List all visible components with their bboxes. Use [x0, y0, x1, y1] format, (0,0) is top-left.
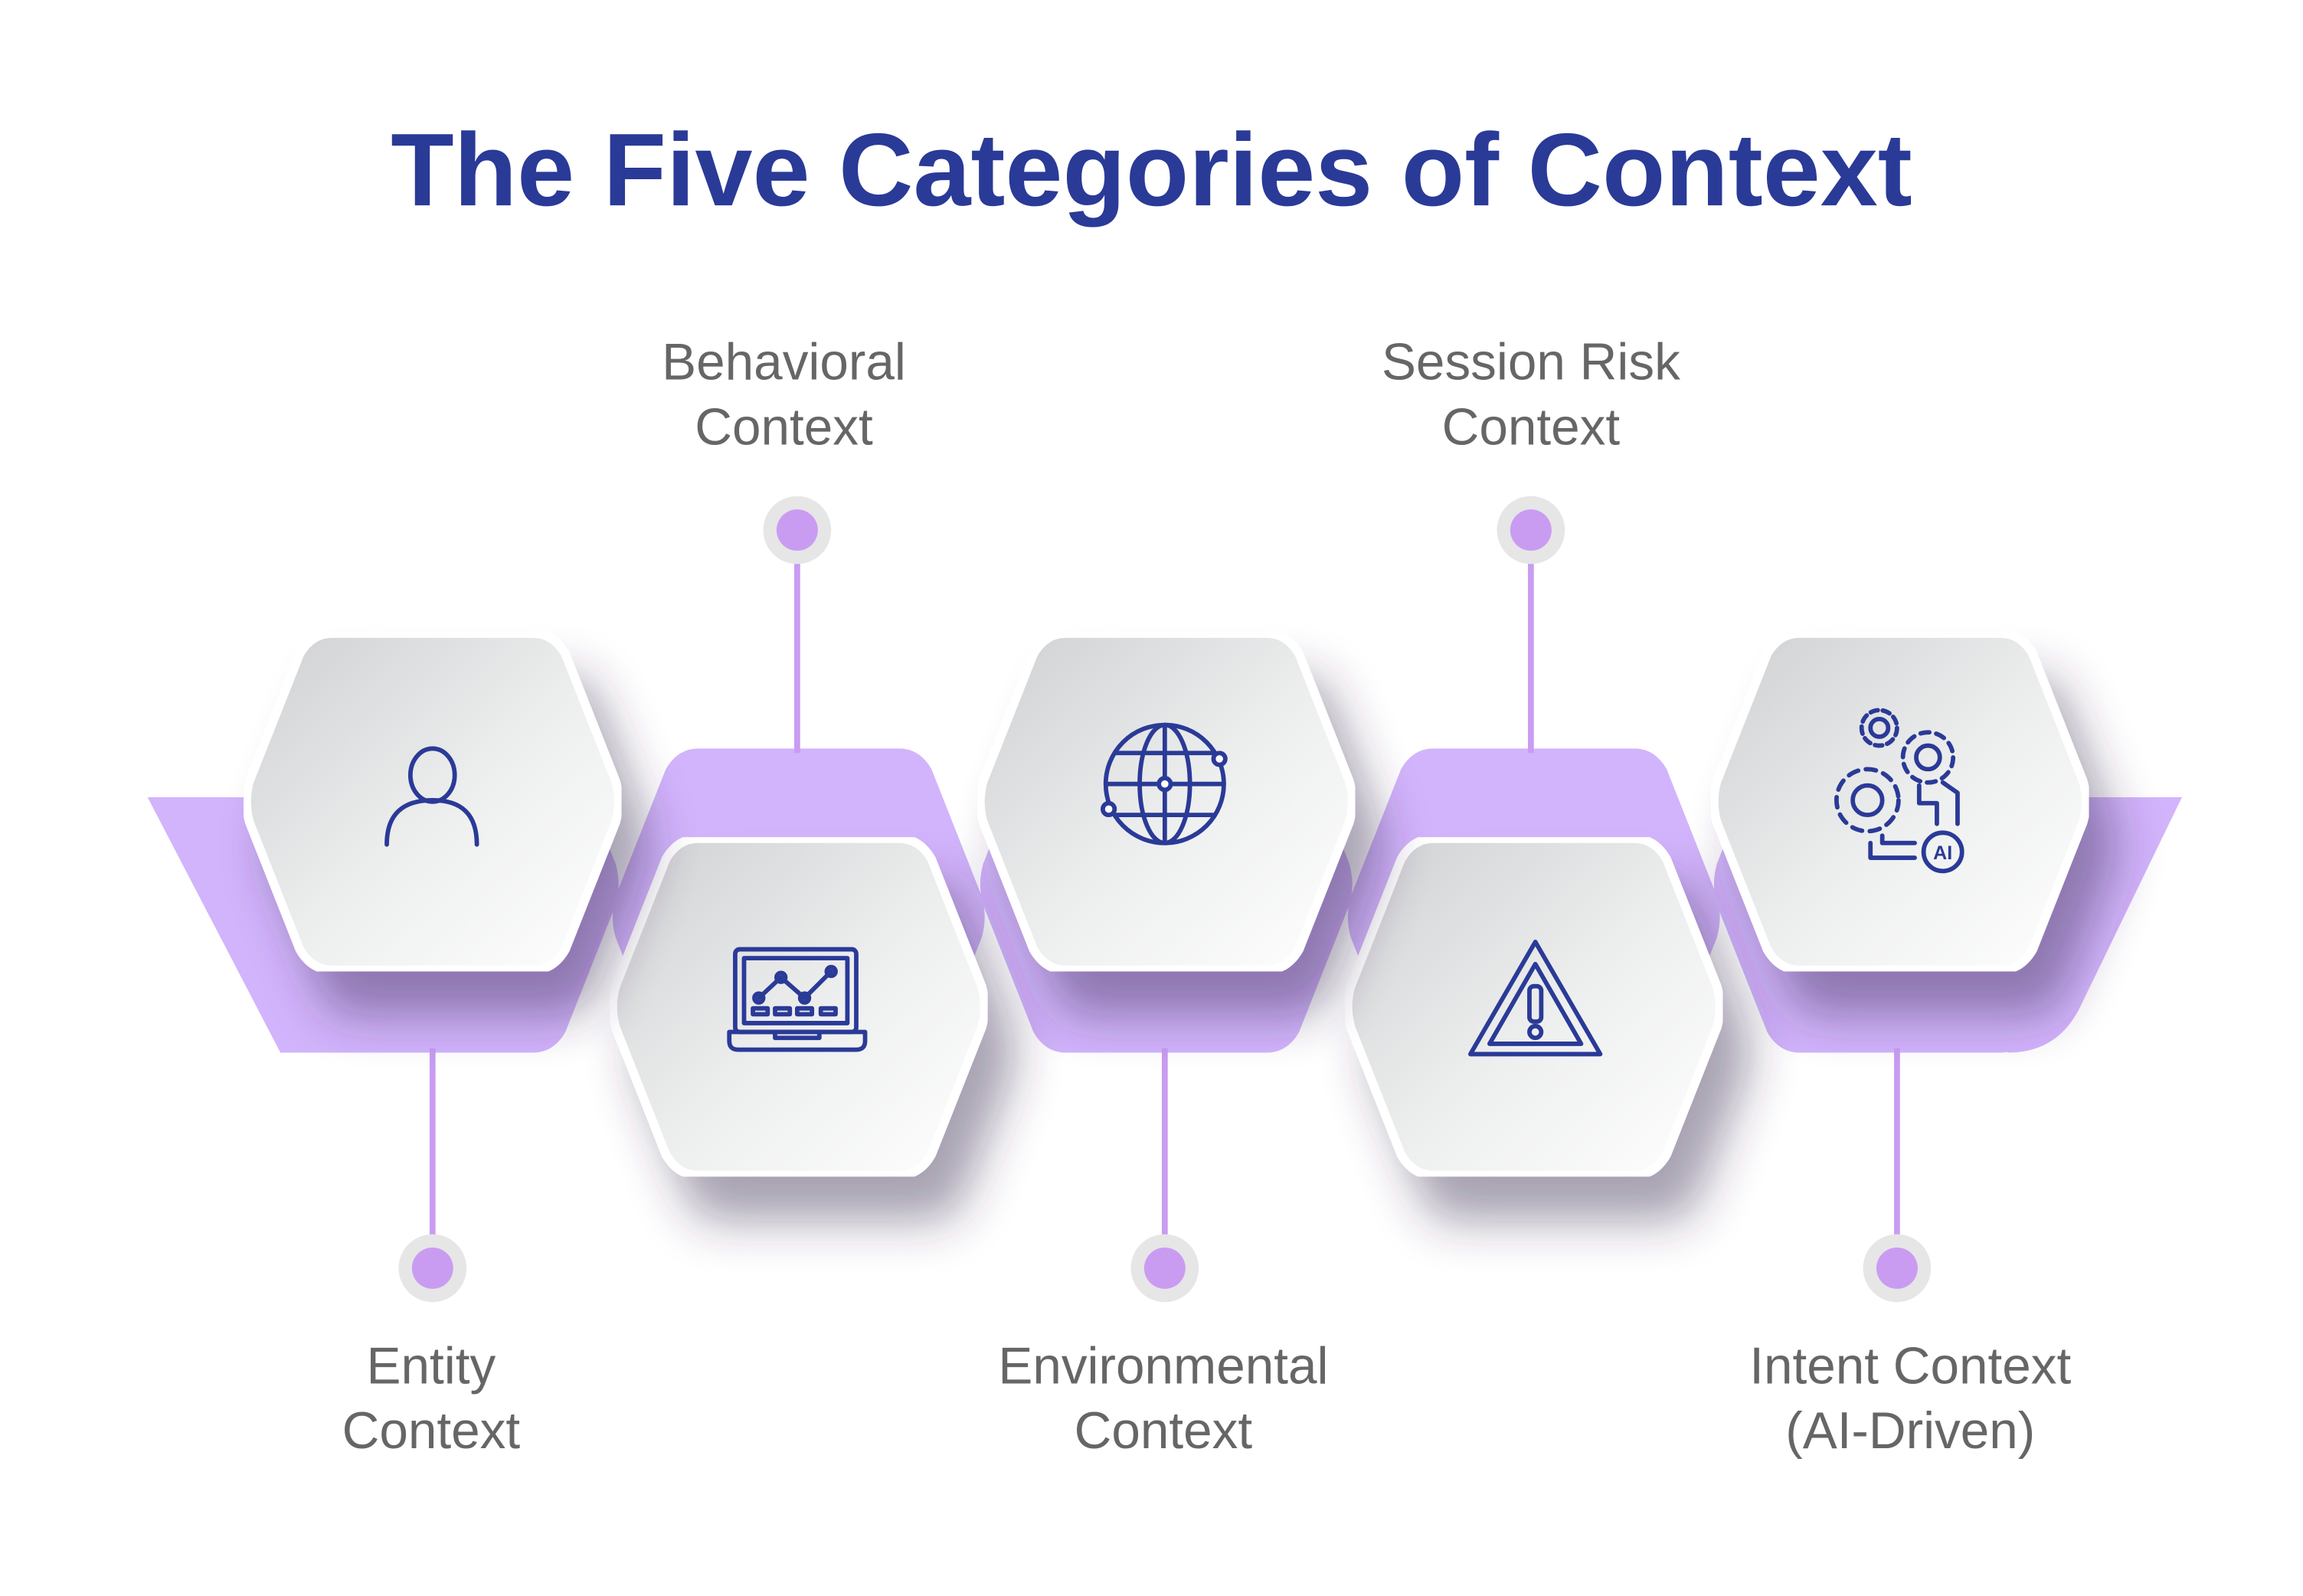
- svg-text:Entity: Entity: [366, 1337, 496, 1395]
- svg-text:Context: Context: [1075, 1402, 1253, 1460]
- dot-behavioral: [763, 495, 832, 564]
- hex-session-risk: [1348, 839, 1720, 1175]
- page-title: The Five Categories of Context: [391, 112, 1912, 227]
- ai-badge-text: AI: [1933, 842, 1952, 864]
- ribbon: [147, 716, 2182, 1085]
- svg-text:Behavioral: Behavioral: [662, 334, 906, 391]
- dot-entity: [398, 1234, 467, 1303]
- label-environmental: Environmental Context: [998, 1337, 1328, 1460]
- svg-text:Intent Context: Intent Context: [1749, 1337, 2071, 1395]
- svg-text:Environmental: Environmental: [998, 1337, 1328, 1395]
- svg-text:Context: Context: [1442, 398, 1621, 456]
- laptop-chart-icon: [727, 947, 868, 1052]
- gears-ai-icon: AI: [1834, 708, 1964, 874]
- svg-text:(AI-Driven): (AI-Driven): [1785, 1402, 2035, 1460]
- label-entity: Entity Context: [342, 1337, 521, 1460]
- dot-environmental: [1130, 1234, 1199, 1303]
- warning-icon: [1467, 940, 1603, 1057]
- user-icon: [384, 746, 479, 847]
- globe-icon: [1100, 722, 1228, 845]
- connector-dots: [398, 495, 1932, 1303]
- svg-text:Session Risk: Session Risk: [1382, 334, 1680, 391]
- svg-text:Context: Context: [342, 1402, 521, 1460]
- connectors: [429, 531, 1900, 1267]
- dot-session-risk: [1497, 495, 1565, 564]
- svg-text:Context: Context: [695, 398, 873, 456]
- dot-intent: [1863, 1234, 1932, 1303]
- label-behavioral: Behavioral Context: [662, 334, 906, 456]
- label-session-risk: Session Risk Context: [1382, 334, 1680, 456]
- label-intent: Intent Context (AI-Driven): [1749, 1337, 2071, 1460]
